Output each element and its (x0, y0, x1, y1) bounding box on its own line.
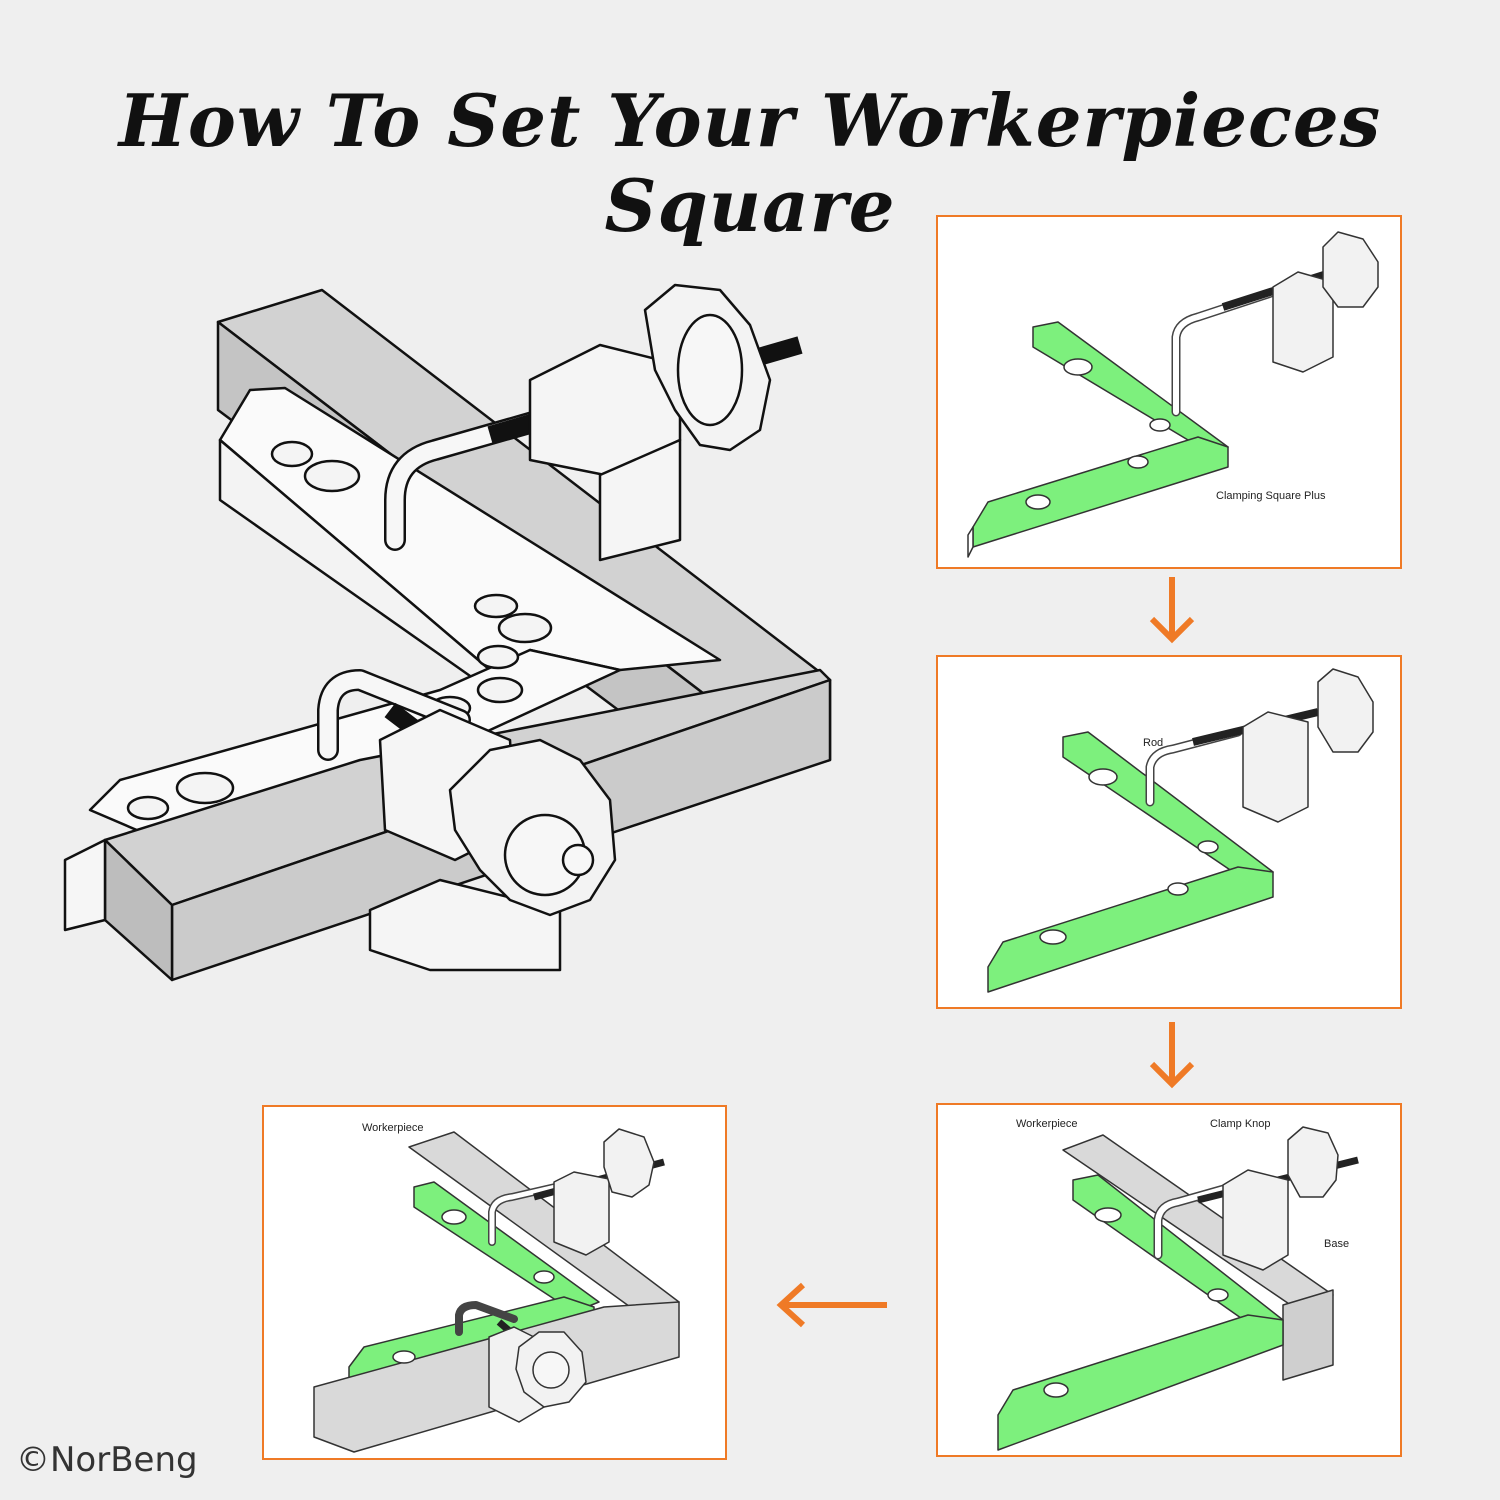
page-title: How To Set Your Workerpieces Square (118, 78, 1382, 248)
step-panel-2: Rod (936, 655, 1402, 1009)
label-workpiece: Workerpiece (362, 1122, 424, 1134)
square-tip (63, 838, 107, 932)
down-arrow-icon (1149, 1022, 1195, 1089)
down-arrow-icon (1149, 577, 1195, 644)
both-clamps-applied-illustration (313, 1128, 680, 1453)
label-rod: Rod (1143, 737, 1164, 749)
square-and-clamp-parts-illustration (967, 231, 1379, 558)
label-clamping-square: Clamping Square Plus (1216, 490, 1326, 502)
square-hole (270, 440, 314, 468)
square-hole (126, 795, 170, 821)
left-arrow-icon (776, 1282, 887, 1328)
square-hole (476, 644, 520, 670)
upper-base-foot (598, 438, 682, 562)
step-panel-4: Workerpiece (262, 1105, 727, 1460)
square-hole (303, 459, 361, 493)
square-hole (175, 771, 235, 805)
label-base: Base (1324, 1238, 1350, 1250)
lower-base-foot (368, 878, 562, 972)
square-hole (497, 612, 553, 644)
rod-inserted-illustration (987, 668, 1374, 993)
step-panel-1: Clamping Square Plus (936, 215, 1402, 569)
copyright-text: ©NorBeng (16, 1440, 198, 1480)
step-panel-3: Workerpiece Clamp Knop Base (936, 1103, 1402, 1457)
square-hole (473, 593, 519, 619)
workpiece-clamped-illustration (997, 1126, 1359, 1451)
label-workpiece: Workerpiece (1016, 1118, 1078, 1130)
main-clamp-illustration (63, 283, 832, 982)
label-clamp-knob: Clamp Knop (1210, 1118, 1271, 1130)
square-hole (476, 676, 524, 704)
